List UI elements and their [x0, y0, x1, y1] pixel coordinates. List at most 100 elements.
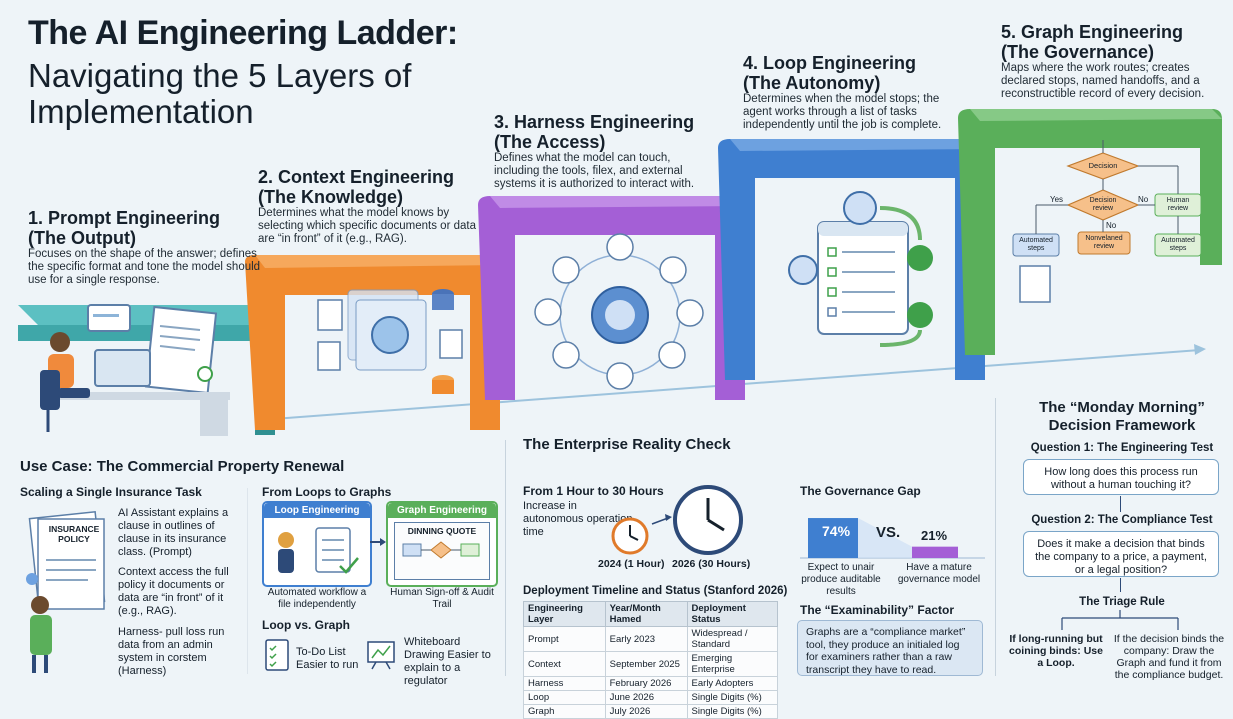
- table-cell: Widespread / Standard: [686, 626, 779, 652]
- table-cell: Harness: [523, 676, 606, 691]
- table-cell: Emerging Enterprise: [686, 651, 779, 677]
- flow-human-review-label: Human review: [1166, 197, 1190, 212]
- knowledge-docs-illustration: [317, 289, 463, 394]
- exam-text: Graphs are a “compliance market” tool, t…: [797, 620, 983, 676]
- flow-no-2-label: No: [1106, 221, 1117, 230]
- loop-worker-illustration: [278, 527, 359, 574]
- layer-4-title: 4. Loop Engineering: [743, 53, 917, 73]
- table-row: Context September 2025 Emerging Enterpri…: [523, 651, 779, 677]
- monday-title: The “Monday Morning” Decision Framework: [1039, 399, 1205, 434]
- flow-automated-steps-label: Automated steps: [1019, 237, 1053, 252]
- governance-gap-chart: [800, 518, 985, 559]
- usecase-title: Use Case: The Commercial Property Renewa…: [20, 458, 345, 475]
- year-2026-label: 2026 (30 Hours): [672, 558, 751, 570]
- ladder-graphic: [18, 109, 1222, 436]
- triage-split-lines: [1061, 610, 1179, 630]
- step-5-graph: [958, 109, 1222, 355]
- table-cell: September 2025: [604, 651, 688, 677]
- table-row: Harness February 2026 Early Adopters: [523, 676, 779, 691]
- layer-2-desc: Determines what the model knows by selec…: [258, 207, 476, 245]
- board-title: DINNING QUOTE: [407, 526, 477, 536]
- gap-left-caption: Expect to unair produce auditable result…: [801, 562, 881, 597]
- whiteboard-icon: [367, 641, 395, 670]
- flow-decision-label: Decision: [1088, 161, 1118, 170]
- layer-4-desc: Determines when the model stops; the age…: [743, 93, 942, 131]
- flow-automated-steps-2-label: Automated steps: [1161, 237, 1195, 252]
- triage-left: If long-running but coining binds: Use a…: [1009, 633, 1103, 669]
- governance-flowchart: [1012, 140, 1202, 303]
- graph-caption: Human Sign-off & Audit Trail: [390, 587, 494, 610]
- q1-box: How long does this process run without a…: [1023, 459, 1219, 495]
- layer-4-text: 4. Loop Engineering (The Autonomy) Deter…: [743, 53, 963, 132]
- layer-3-title: 3. Harness Engineering: [494, 112, 695, 132]
- loop-engineering-card: Loop Engineering: [262, 501, 372, 587]
- gap-right-value: 21%: [921, 528, 948, 543]
- layer-2-subtitle: (The Knowledge): [258, 187, 403, 207]
- usecase-step-3: Harness- pull loss run data from an admi…: [118, 626, 225, 677]
- usecase-step-2: Context access the full policy it docume…: [118, 566, 229, 617]
- loop-to-graph-arrow: [370, 538, 386, 546]
- divider-2: [995, 398, 996, 676]
- table-cell: Single Digits (%): [686, 690, 779, 705]
- step-4-loop: [718, 139, 985, 380]
- loop-caption: Automated workflow a file independently: [267, 587, 367, 610]
- layer-5-subtitle: (The Governance): [1001, 42, 1155, 62]
- reality-title: The Enterprise Reality Check: [523, 436, 731, 453]
- page-subtitle: Navigating the 5 Layers of Implementatio…: [28, 57, 412, 130]
- graph-engineering-card: Graph Engineering DINNING QUOTE: [386, 501, 498, 587]
- table-cell: February 2026: [604, 676, 688, 691]
- year-2024-label: 2024 (1 Hour): [598, 558, 665, 570]
- triage-right: If the decision binds the company: Draw …: [1113, 633, 1225, 681]
- table-header: Deployment Status: [686, 601, 779, 627]
- loop-vs-graph-title: Loop vs. Graph: [262, 618, 351, 632]
- loops-to-graphs-title: From Loops to Graphs: [262, 485, 392, 499]
- gap-left-value: 74%: [822, 523, 851, 539]
- clocks-illustration: [611, 485, 743, 555]
- layer-3-text: 3. Harness Engineering (The Access) Defi…: [494, 112, 716, 191]
- layer-2-text: 2. Context Engineering (The Knowledge) D…: [258, 167, 480, 246]
- gap-title: The Governance Gap: [800, 484, 921, 498]
- tools-hub-illustration: [534, 233, 704, 390]
- table-cell: Early Adopters: [686, 676, 779, 691]
- progress-arrow-head: [1194, 344, 1206, 355]
- table-header: Year/Month Hamed: [604, 601, 688, 627]
- gap-bar-expect: [808, 518, 858, 558]
- layer-3-desc: Defines what the model can touch, includ…: [494, 152, 695, 190]
- gap-vs: VS.: [876, 524, 901, 541]
- table-row: Graph July 2026 Single Digits (%): [523, 704, 779, 719]
- layer-1-subtitle: (The Output): [28, 228, 136, 248]
- q2-title: Question 2: The Compliance Test: [1031, 514, 1213, 526]
- table-header-row: Engineering Layer Year/Month Hamed Deplo…: [523, 601, 779, 627]
- todo-list-icon: [265, 639, 289, 671]
- table-cell: July 2026: [604, 704, 688, 719]
- deployment-table: Engineering Layer Year/Month Hamed Deplo…: [523, 601, 779, 719]
- table-cell: Single Digits (%): [686, 704, 779, 719]
- graph-engineering-tag: Graph Engineering: [388, 503, 496, 518]
- flow-nonvelaned-review-label: Nonvelaned review: [1085, 235, 1123, 250]
- layer-1-desc: Focuses on the shape of the answer; defi…: [28, 248, 261, 286]
- layer-5-title: 5. Graph Engineering: [1001, 22, 1184, 42]
- person-at-desk-illustration: [40, 304, 230, 436]
- hours-desc: Increase in autonomous operation time: [523, 500, 633, 538]
- policy-label: INSURANCE POLICY: [48, 524, 100, 544]
- layer-4-subtitle: (The Autonomy): [743, 73, 881, 93]
- flow-yes-label: Yes: [1050, 195, 1064, 204]
- flow-decision-review-label: Decision review: [1089, 197, 1117, 212]
- layer-5-desc: Maps where the work routes; creates decl…: [1001, 62, 1205, 100]
- checklist-loop-illustration: [788, 191, 933, 347]
- q1-arrow: [1120, 496, 1121, 512]
- policy-illustration: [26, 510, 106, 673]
- whiteboard-frame: DINNING QUOTE: [394, 522, 490, 580]
- table-cell: Loop: [523, 690, 606, 705]
- whiteboard-caption: Whiteboard Drawing Easier to explain to …: [404, 636, 491, 687]
- table-cell: Graph: [523, 704, 606, 719]
- layer-2-title: 2. Context Engineering: [258, 167, 455, 187]
- table-cell: Early 2023: [604, 626, 688, 652]
- usecase-scaling: Scaling a Single Insurance Task: [20, 485, 202, 499]
- layer-5-text: 5. Graph Engineering (The Governance) Ma…: [1001, 22, 1226, 101]
- table-cell: Context: [523, 651, 606, 677]
- loop-engineering-tag: Loop Engineering: [264, 503, 370, 518]
- table-row: Loop June 2026 Single Digits (%): [523, 690, 779, 705]
- board-flow-illustration: [402, 541, 480, 559]
- layer-1-title: 1. Prompt Engineering: [28, 208, 221, 228]
